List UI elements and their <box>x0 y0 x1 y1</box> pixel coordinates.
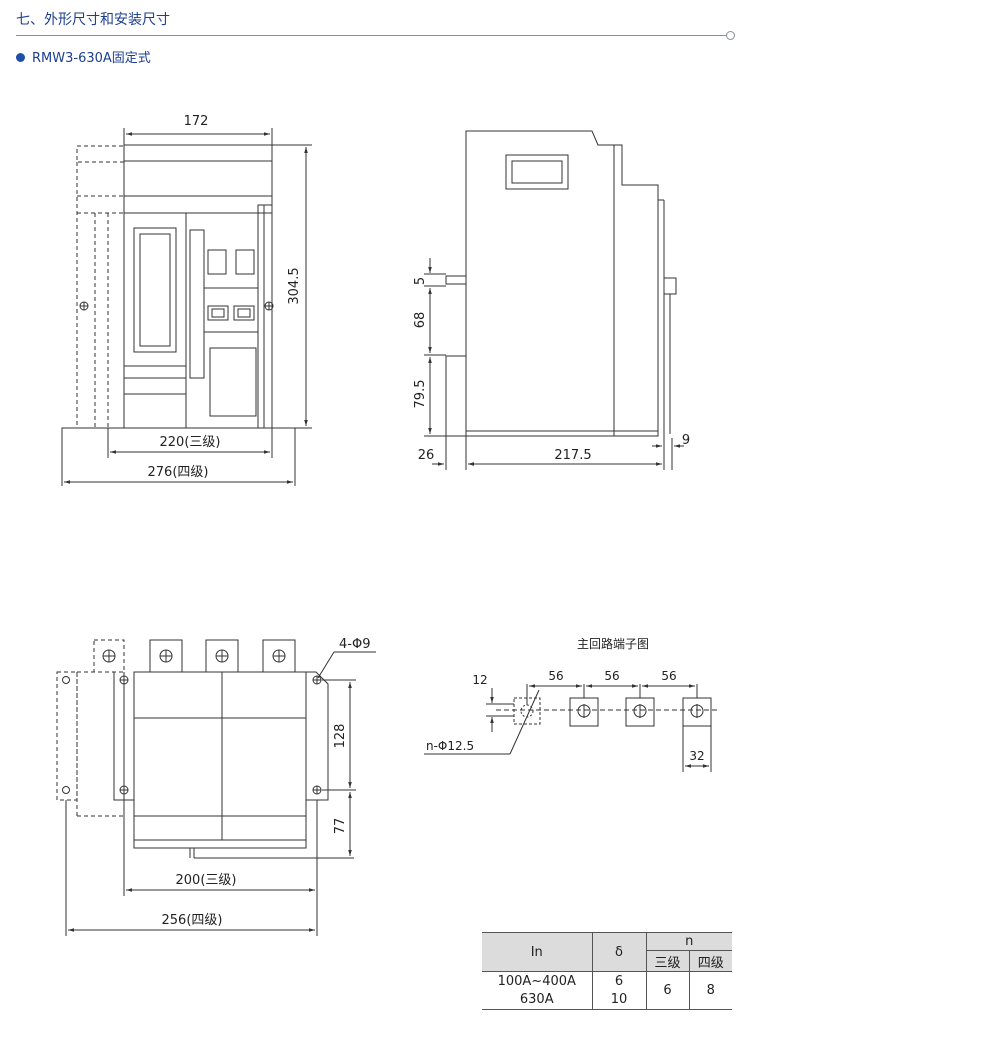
side-view <box>424 130 684 470</box>
mount-holes-label: 4-Φ9 <box>339 637 370 652</box>
header-four: 四级 <box>688 950 732 972</box>
terminal-diagram-title: 主回路端子图 <box>577 636 649 651</box>
n-three-value: 6 <box>645 971 689 1010</box>
header-n: n <box>645 932 732 951</box>
row1-in: 100A~400A <box>497 973 576 989</box>
mount-view <box>56 639 376 936</box>
header-in: In <box>482 932 592 972</box>
header-three: 三级 <box>645 950 689 972</box>
front-dim-height: 304.5 <box>287 267 302 304</box>
front-dim-base-three: 220(三级) <box>160 435 221 450</box>
side-dim-79-5: 79.5 <box>413 380 428 409</box>
side-dim-9: 9 <box>682 433 690 448</box>
header-delta: δ <box>591 932 646 972</box>
table-row: 630A 10 <box>482 990 732 1010</box>
row2-delta: 10 <box>591 990 646 1010</box>
row1-delta: 6 <box>591 971 646 991</box>
terminal-pitch-3: 56 <box>661 669 676 683</box>
side-dim-217-5: 217.5 <box>554 448 591 463</box>
terminal-view <box>424 684 720 772</box>
terminal-dim-12: 12 <box>472 673 487 687</box>
section-header: 七、外形尺寸和安装尺寸 <box>16 10 736 40</box>
mount-dim-four: 256(四级) <box>162 913 223 928</box>
side-dim-26: 26 <box>418 448 435 463</box>
n-four-value: 8 <box>688 971 732 1010</box>
terminal-pitch-1: 56 <box>548 669 563 683</box>
model-subtitle: RMW3-630A固定式 <box>16 50 151 68</box>
front-dim-base-four: 276(四级) <box>148 465 209 480</box>
row2-in: 630A <box>482 990 592 1010</box>
side-dim-68: 68 <box>413 312 428 329</box>
model-subtitle-text: RMW3-630A固定式 <box>32 51 151 66</box>
bullet-dot-icon <box>16 53 25 62</box>
mount-dim-three: 200(三级) <box>176 873 237 888</box>
terminal-hole-label: n-Φ12.5 <box>426 739 474 753</box>
side-dim-5: 5 <box>413 277 428 285</box>
front-view <box>61 128 312 486</box>
terminal-dim-32: 32 <box>689 749 704 763</box>
table-row: 100A~400A 6 6 8 <box>482 971 732 1010</box>
mount-dim-128: 128 <box>333 724 348 749</box>
section-title: 七、外形尺寸和安装尺寸 <box>16 12 170 28</box>
terminal-pitch-2: 56 <box>604 669 619 683</box>
divider-end-circle-icon <box>726 31 735 40</box>
section-divider <box>16 35 728 36</box>
spec-table: In δ n 三级 四级 100A~400A 6 6 8 630A 10 <box>482 932 732 1010</box>
front-dim-width-top: 172 <box>184 114 209 129</box>
mount-dim-77: 77 <box>333 818 348 835</box>
